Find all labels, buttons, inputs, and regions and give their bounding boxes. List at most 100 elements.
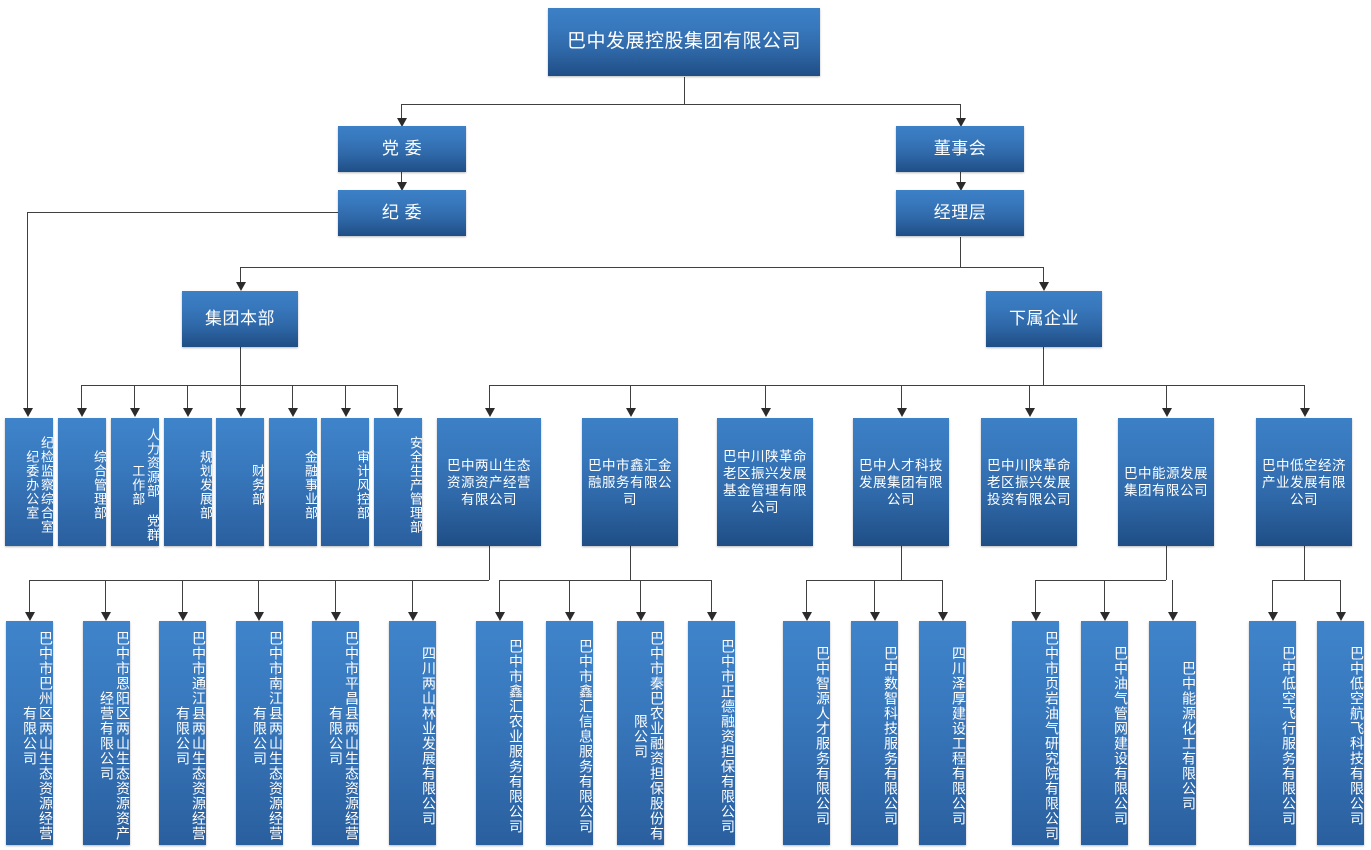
node-grandchild-15[interactable]: 巴中能源化工有限公司 [1149, 621, 1196, 845]
node-label: 巴中低空航飞科技有限公司 [1349, 646, 1364, 826]
node-root-company[interactable]: 巴中发展控股集团有限公司 [548, 8, 820, 76]
arrow-icon [495, 612, 505, 621]
connector [187, 385, 188, 412]
connector [684, 77, 685, 104]
node-label: 审计风控部 [355, 450, 369, 520]
node-department-5[interactable]: 金融事业部 [269, 418, 317, 546]
arrow-icon [288, 408, 298, 417]
node-department-3[interactable]: 规划发展部 [164, 418, 212, 546]
connector [1043, 347, 1044, 385]
connector [1304, 545, 1305, 580]
node-grandchild-7[interactable]: 巴中市鑫汇信息服务有限公司 [546, 621, 593, 845]
node-label: 人力资源部 党群工作部 [130, 428, 159, 542]
connector [292, 385, 293, 412]
node-label: 巴中两山生态资源资产经营有限公司 [447, 457, 531, 507]
node-subsidiary-1[interactable]: 巴中市鑫汇金融服务有限公司 [582, 418, 678, 546]
connector [105, 580, 106, 617]
node-management-layer[interactable]: 经理层 [896, 190, 1024, 236]
node-grandchild-0[interactable]: 巴中市巴州区两山生态资源经营有限公司 [6, 621, 53, 845]
connector [240, 347, 241, 385]
node-discipline-committee[interactable]: 纪 委 [338, 190, 466, 236]
node-party-committee[interactable]: 党 委 [338, 126, 466, 172]
connector [1043, 267, 1044, 285]
node-subsidiary-0[interactable]: 巴中两山生态资源资产经营有限公司 [437, 418, 541, 546]
node-grandchild-3[interactable]: 巴中市南江县两山生态资源经营有限公司 [236, 621, 283, 845]
node-department-6[interactable]: 审计风控部 [321, 418, 369, 546]
node-subsidiary-4[interactable]: 巴中川陕革命老区振兴发展投资有限公司 [981, 418, 1077, 546]
connector [1272, 580, 1273, 617]
arrow-icon [393, 408, 403, 417]
arrow-icon [130, 408, 140, 417]
node-department-4[interactable]: 财务部 [216, 418, 264, 546]
connector [401, 172, 402, 186]
node-grandchild-12[interactable]: 四川泽厚建设工程有限公司 [919, 621, 966, 845]
node-grandchild-14[interactable]: 巴中油气管网建设有限公司 [1081, 621, 1128, 845]
node-label: 党 委 [381, 139, 423, 159]
arrow-icon [1336, 612, 1346, 621]
node-grandchild-6[interactable]: 巴中市鑫汇农业服务有限公司 [476, 621, 523, 845]
node-department-7[interactable]: 安全生产管理部 [374, 418, 422, 546]
connector [335, 580, 336, 617]
connector [960, 172, 961, 186]
node-grandchild-10[interactable]: 巴中智源人才服务有限公司 [783, 621, 830, 845]
connector [1104, 580, 1105, 617]
node-grandchild-2[interactable]: 巴中市通江县两山生态资源经营有限公司 [159, 621, 206, 845]
node-grandchild-9[interactable]: 巴中市正德融资担保有限公司 [688, 621, 735, 845]
node-department-2[interactable]: 人力资源部 党群工作部 [111, 418, 159, 546]
node-label: 巴中川陕革命老区振兴发展基金管理有限公司 [723, 449, 807, 515]
connector [397, 385, 398, 412]
node-subsidiary-6[interactable]: 巴中低空经济产业发展有限公司 [1256, 418, 1352, 546]
arrow-icon [897, 408, 907, 417]
connector [960, 104, 961, 121]
node-subordinate-enterprises[interactable]: 下属企业 [986, 291, 1102, 347]
node-label: 集团本部 [205, 309, 275, 329]
node-department-1[interactable]: 综合管理部 [58, 418, 106, 546]
arrow-icon [485, 408, 495, 417]
connector [1166, 545, 1167, 580]
connector [81, 385, 82, 412]
connector [27, 212, 28, 412]
node-label: 巴中市页岩油气研究院有限公司 [1044, 631, 1059, 841]
arrow-icon [938, 612, 948, 621]
connector [1029, 385, 1030, 412]
node-subsidiary-2[interactable]: 巴中川陕革命老区振兴发展基金管理有限公司 [717, 418, 813, 546]
node-department-0[interactable]: 纪检监察综合室 纪委办公室 [5, 418, 53, 546]
connector [182, 580, 183, 617]
node-label: 巴中发展控股集团有限公司 [566, 31, 801, 53]
node-label: 巴中油气管网建设有限公司 [1113, 646, 1128, 826]
node-label: 纪 委 [381, 203, 423, 223]
node-label: 巴中智源人才服务有限公司 [815, 646, 830, 826]
arrow-icon [101, 612, 111, 621]
connector [401, 104, 402, 121]
node-grandchild-4[interactable]: 巴中市平昌县两山生态资源经营有限公司 [312, 621, 359, 845]
node-label: 巴中市南江县两山生态资源经营有限公司 [252, 631, 283, 841]
arrow-icon [254, 612, 264, 621]
node-subsidiary-5[interactable]: 巴中能源发展集团有限公司 [1118, 418, 1214, 546]
node-subsidiary-3[interactable]: 巴中人才科技发展集团有限公司 [853, 418, 949, 546]
arrow-icon [1268, 612, 1278, 621]
node-grandchild-11[interactable]: 巴中数智科技服务有限公司 [851, 621, 898, 845]
node-grandchild-16[interactable]: 巴中低空飞行服务有限公司 [1249, 621, 1296, 845]
arrow-icon [1025, 408, 1035, 417]
node-grandchild-5[interactable]: 四川两山林业发展有限公司 [389, 621, 436, 845]
node-grandchild-17[interactable]: 巴中低空航飞科技有限公司 [1317, 621, 1364, 845]
arrow-icon [1300, 408, 1310, 417]
connector [630, 545, 631, 580]
node-label: 安全生产管理部 [408, 436, 422, 534]
arrow-icon [77, 408, 87, 417]
arrow-icon [1162, 408, 1172, 417]
node-grandchild-8[interactable]: 巴中市秦巴农业融资担保股份有限公司 [617, 621, 664, 845]
arrow-icon [802, 612, 812, 621]
connector [1166, 385, 1167, 412]
arrow-icon [1100, 612, 1110, 621]
arrow-icon [236, 408, 246, 417]
node-label: 巴中市正德融资担保有限公司 [720, 638, 735, 834]
node-grandchild-13[interactable]: 巴中市页岩油气研究院有限公司 [1012, 621, 1059, 845]
node-label: 巴中市秦巴农业融资担保股份有限公司 [633, 631, 664, 841]
node-group-headquarters[interactable]: 集团本部 [182, 291, 298, 347]
arrow-icon [25, 612, 35, 621]
node-grandchild-1[interactable]: 巴中市恩阳区两山生态资源资产经营有限公司 [83, 621, 130, 845]
node-label: 财务部 [250, 464, 264, 506]
connector [711, 580, 712, 617]
node-board-of-directors[interactable]: 董事会 [896, 126, 1024, 172]
